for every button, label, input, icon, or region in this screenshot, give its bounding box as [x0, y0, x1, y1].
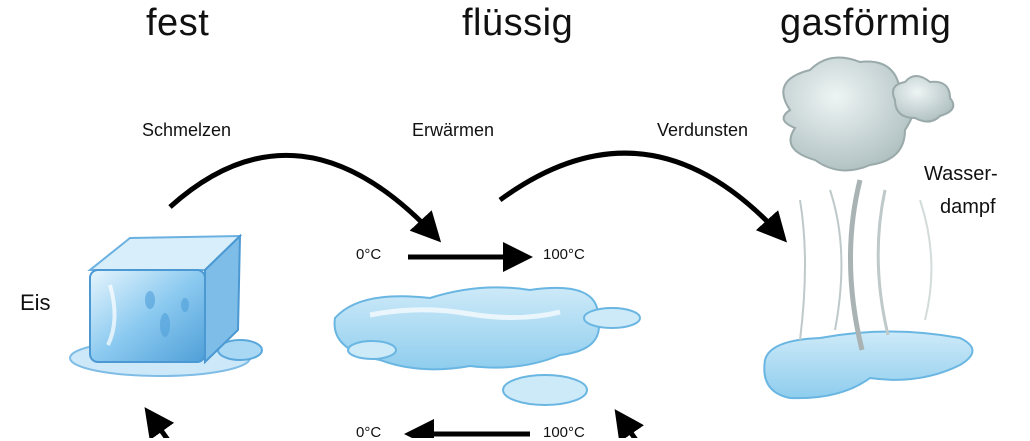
heading-liquid: flüssig [462, 2, 574, 44]
label-vapor-line1: Wasser- [924, 163, 998, 185]
temp-top-end: 100°C [543, 246, 585, 263]
heading-gas: gasförmig [780, 2, 952, 44]
arrow-melting [168, 152, 442, 243]
arrow-evaporating [498, 150, 788, 243]
label-vapor-line2: dampf [940, 196, 996, 218]
arrow-condensing [614, 409, 644, 438]
label-ice: Eis [20, 290, 51, 315]
label-evaporating: Verdunsten [657, 120, 749, 140]
steam-cloud-illustration [763, 56, 974, 400]
label-melting: Schmelzen [142, 120, 232, 140]
temp-bottom-end: 100°C [543, 424, 585, 441]
label-heating: Erwärmen [412, 120, 495, 140]
temp-top-start: 0°C [356, 246, 382, 263]
temp-bottom-start: 0°C [356, 424, 382, 441]
arrow-freezing [144, 407, 175, 438]
water-puddle-illustration [333, 286, 641, 406]
ice-cube-illustration [69, 233, 263, 377]
heading-solid: fest [146, 2, 210, 44]
